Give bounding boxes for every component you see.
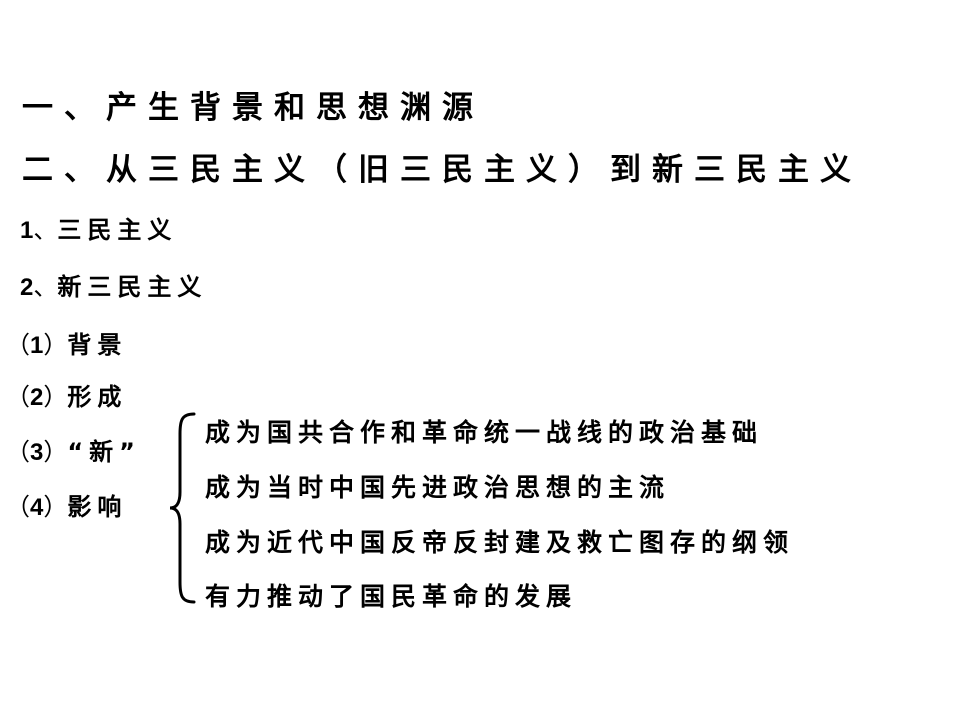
point-4: （4）影响 [6,495,127,520]
subheading-2-text: 新三民主义 [57,273,208,301]
subheading-1-text: 三民主义 [57,216,178,244]
subheading-2-number: 2 [20,274,34,301]
point-4-text: 影响 [67,493,128,521]
influence-item-4: 有力推动了国民革命的发展 [205,582,578,611]
point-1-open: （ [6,331,30,359]
influence-item-2: 成为当时中国先进政治思想的主流 [205,473,671,502]
point-2-open: （ [6,383,30,411]
subheading-2: 2、新三民主义 [20,275,207,300]
subheading-1-number: 1 [20,217,34,244]
point-2-text: 形成 [67,383,128,411]
point-2-close: ） [43,383,68,411]
point-1-number: 1 [30,332,44,359]
influence-item-3: 成为近代中国反帝反封建及救亡图存的纲领 [205,528,795,557]
subheading-1-separator: 、 [33,216,58,244]
point-4-number: 4 [30,494,44,521]
subheading-1: 1、三民主义 [20,218,177,243]
point-1: （1）背景 [6,333,127,358]
influence-item-1: 成为国共合作和革命统一战线的政治基础 [205,418,764,447]
curly-brace [169,412,196,604]
point-3: （3）“新” [6,440,141,465]
point-1-text: 背景 [67,331,128,359]
point-3-close: ） [43,438,68,466]
heading-background: 一、产生背景和思想渊源 [22,90,484,126]
point-3-open: （ [6,438,30,466]
point-1-close: ） [43,331,68,359]
point-2-number: 2 [30,384,44,411]
subheading-2-separator: 、 [33,273,58,301]
point-2: （2）形成 [6,385,127,410]
point-3-number: 3 [30,439,44,466]
point-4-close: ） [43,493,68,521]
heading-three-principles: 二、从三民主义（旧三民主义）到新三民主义 [22,152,862,188]
point-3-text: “新” [67,438,141,466]
point-4-open: （ [6,493,30,521]
